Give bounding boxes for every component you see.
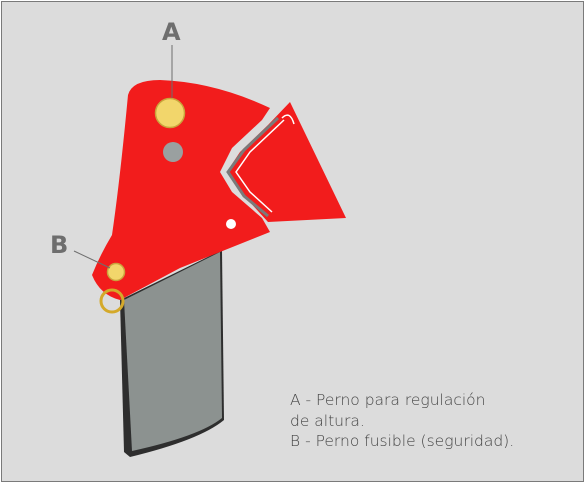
pin-b: [106, 262, 126, 282]
blade: [120, 250, 224, 457]
legend-line-a-cont: de altura.: [290, 411, 365, 430]
callout-b-label: B: [50, 231, 69, 259]
pin-ring: [99, 288, 125, 314]
pin-a: [154, 97, 186, 129]
small-hole: [226, 219, 236, 229]
adjustment-hole: [163, 142, 183, 162]
callout-a-label: A: [162, 18, 181, 46]
legend: A - Perno para regulación de altura. B -…: [290, 390, 514, 452]
bracket: [92, 80, 346, 300]
legend-line-b: B - Perno fusible (seguridad).: [290, 432, 515, 450]
legend-line-a: A - Perno para regulación: [290, 391, 486, 409]
leader-line-b: [73, 250, 111, 269]
